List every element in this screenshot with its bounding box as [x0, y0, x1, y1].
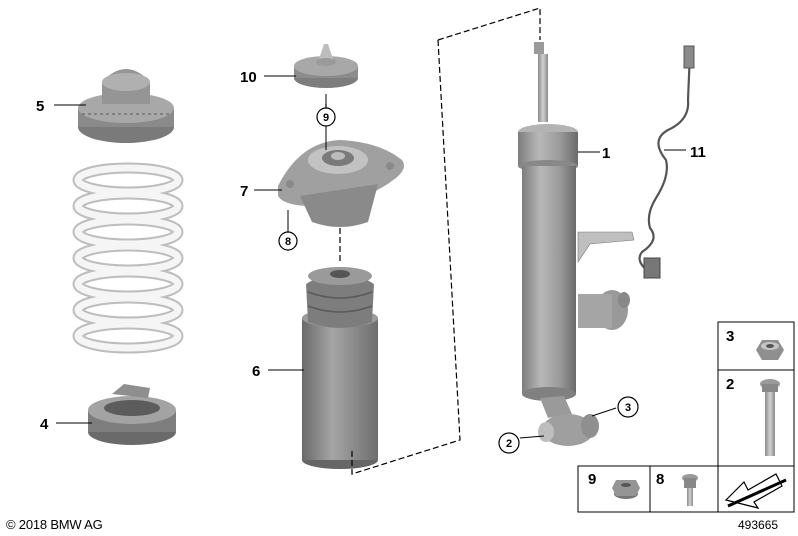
inset-label-flange-nut: 9: [588, 471, 596, 488]
direction-arrow-icon: [724, 473, 787, 509]
callout-4: 4: [40, 416, 49, 433]
inset-label-nut: 3: [726, 328, 734, 345]
callout-9: 9: [323, 112, 329, 124]
callout-6: 6: [252, 363, 260, 380]
callout-8: 8: [285, 236, 291, 248]
inset-label-bolt: 2: [726, 376, 734, 393]
circled-callout-3: 3: [617, 396, 639, 418]
sensor-cable: [638, 45, 695, 279]
inset-label-screw: 8: [656, 471, 664, 488]
callout-5: 5: [36, 98, 44, 115]
callout-11: 11: [690, 144, 706, 161]
hardware-inset: 3 2 9 8: [577, 321, 795, 513]
callout-3: 3: [625, 402, 631, 414]
dust-boot: [302, 267, 378, 469]
bolt-icon: [760, 379, 780, 456]
leader-lines: [54, 75, 686, 439]
screw-icon: [682, 474, 698, 506]
diagram-id: 493665: [738, 518, 779, 532]
nut-icon: [756, 340, 784, 360]
callout-10: 10: [240, 69, 257, 86]
callout-7: 7: [240, 183, 248, 200]
strut-mount: [278, 140, 404, 227]
circled-callout-9: 9: [316, 107, 336, 127]
flange-nut-icon: [612, 480, 640, 499]
callout-2: 2: [506, 438, 512, 450]
spring-pad-lower: [88, 384, 176, 445]
spring-pad-upper: [78, 69, 174, 143]
shock-absorber: [518, 42, 635, 446]
circled-callout-2: 2: [498, 432, 520, 454]
circled-callout-8: 8: [278, 231, 298, 251]
callout-1: 1: [602, 145, 610, 162]
copyright-text: © 2018 BMW AG: [6, 517, 103, 532]
top-cap: [294, 44, 358, 88]
